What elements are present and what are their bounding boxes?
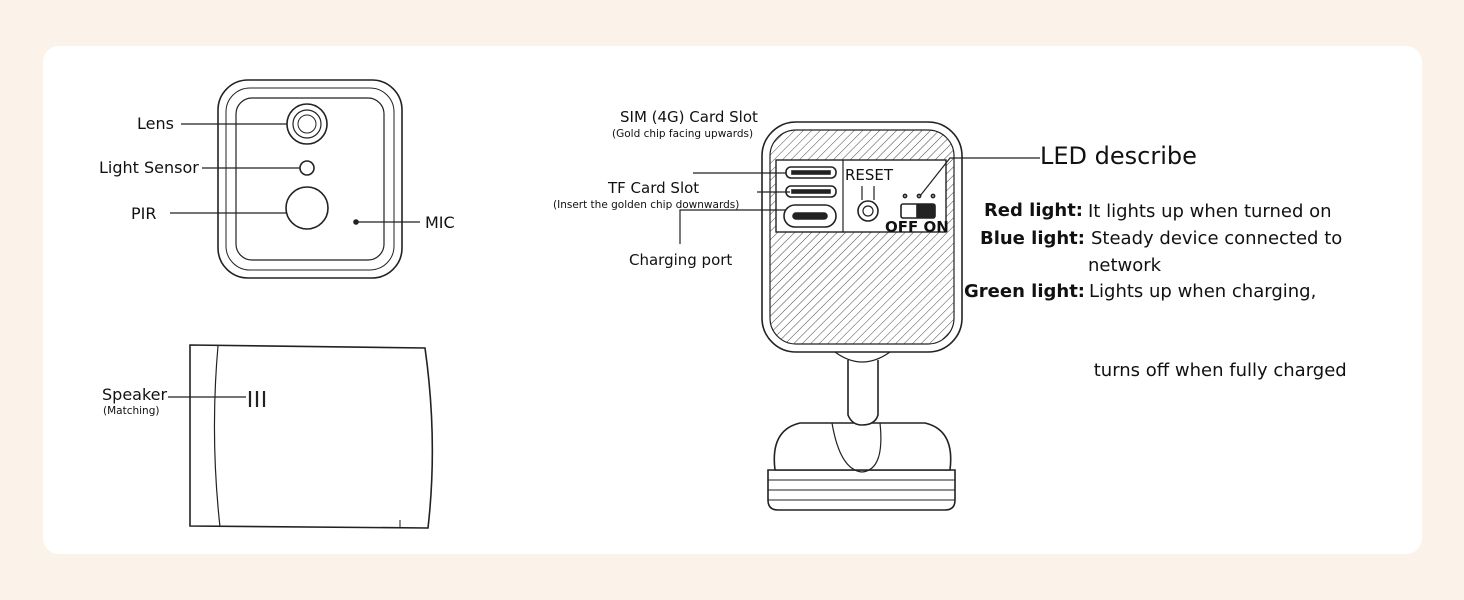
back-view [679, 121, 1040, 511]
blue-light-label: Blue light: [979, 228, 1085, 249]
blue-light-desc: Steady device connected to [1091, 228, 1343, 249]
front-view [170, 79, 420, 279]
charging-port-icon [783, 204, 837, 228]
lens-label: Lens [137, 114, 174, 133]
tf-slot-label: TF Card Slot [608, 179, 700, 197]
sim-slot-label: SIM (4G) Card Slot [620, 108, 758, 126]
off-on-label: OFF ON [885, 218, 949, 236]
mic-icon [353, 219, 359, 225]
tf-slot-note: (Insert the golden chip downwards) [553, 199, 740, 211]
pir-icon [285, 186, 329, 230]
green-light-label: Green light: [964, 281, 1085, 302]
power-switch-icon [900, 203, 936, 219]
speaker-label: Speaker [102, 385, 168, 404]
red-light-label: Red light: [983, 200, 1083, 221]
charging-port-label: Charging port [629, 251, 733, 269]
pir-label: PIR [131, 204, 157, 223]
red-light-desc: It lights up when turned on [1088, 201, 1332, 222]
base-top [773, 422, 952, 471]
light-sensor-icon [299, 160, 315, 176]
side-housing [189, 344, 434, 529]
led-describe-title: LED describe [1040, 142, 1197, 170]
front-housing-outer [217, 79, 403, 279]
green-light-desc-2: turns off when fully charged [1088, 360, 1347, 381]
blue-light-desc-2: network [1088, 255, 1162, 276]
sim-slot-note: (Gold chip facing upwards) [612, 128, 754, 140]
base-bottom [767, 469, 956, 511]
green-light-desc: Lights up when charging, [1089, 281, 1317, 302]
light-sensor-label: Light Sensor [99, 158, 199, 177]
diagram-card [43, 46, 1422, 554]
reset-button-icon [857, 200, 879, 222]
speaker-note: (Matching) [103, 405, 160, 417]
led-green-icon [930, 193, 936, 199]
stand [847, 360, 879, 426]
mic-label: MIC [425, 213, 455, 232]
side-view [168, 344, 434, 529]
led-red-icon [902, 193, 908, 199]
reset-label: RESET [845, 166, 894, 184]
